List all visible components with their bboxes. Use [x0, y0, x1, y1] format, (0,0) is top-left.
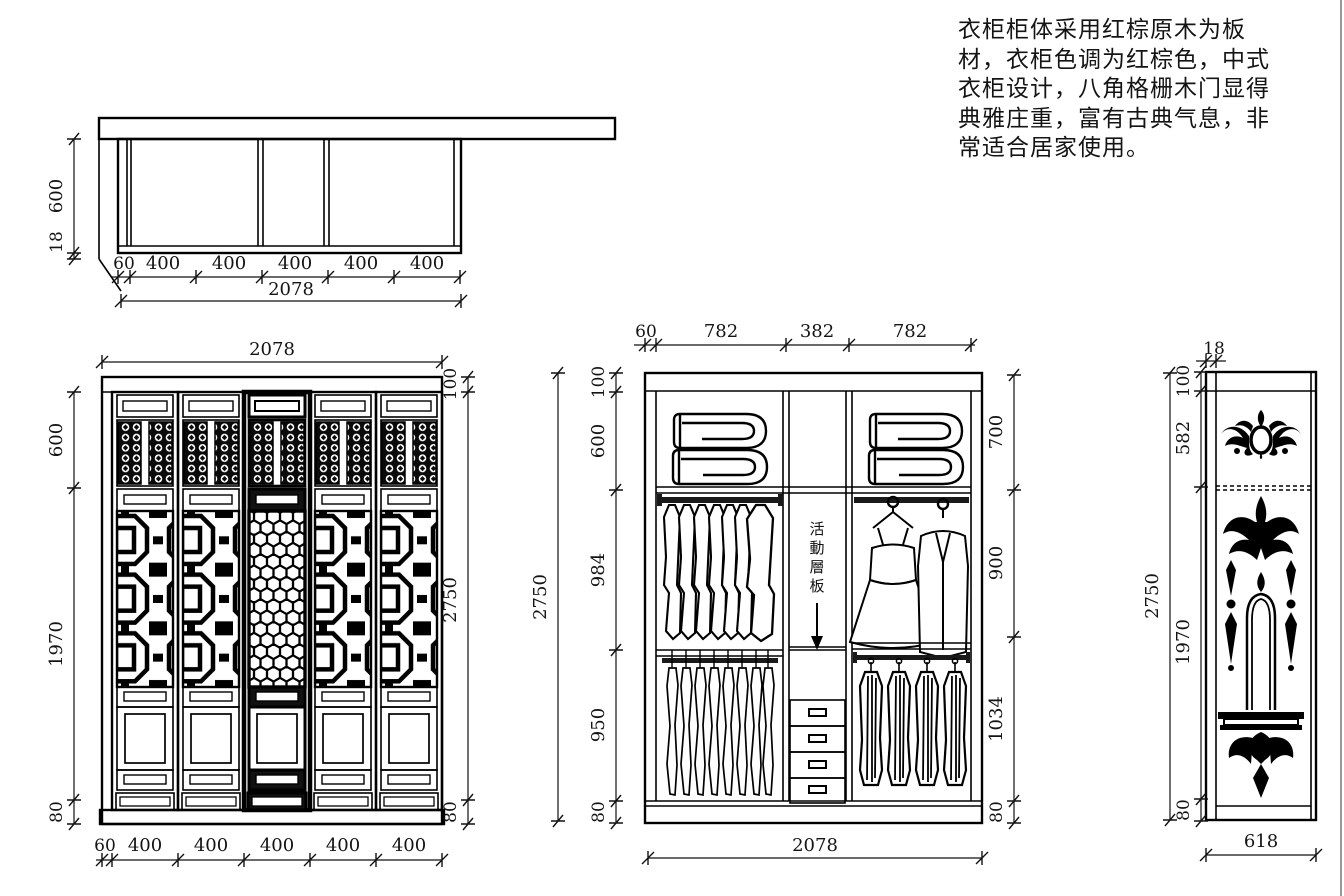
wardrobe-door [374, 390, 444, 812]
dim-label: 700 [986, 415, 1007, 449]
drawer-handle [808, 760, 827, 769]
dim-label: 600 [46, 179, 67, 213]
folded-clothes-icon [671, 412, 769, 486]
description-text: 衣柜柜体采用红棕原木为板 材，衣柜色调为红棕色，中式 衣柜设计，八角格栅木门显得… [958, 16, 1328, 164]
dim-label: 60 [635, 322, 657, 342]
side-dim-bottom: 618 [1199, 831, 1323, 863]
wardrobe-door [110, 390, 180, 812]
description-line: 材，衣柜色调为红棕色，中式 [958, 46, 1270, 73]
front-dim-top: 2078 [95, 339, 449, 370]
dim-label: 100 [589, 366, 609, 398]
wardrobe-door [308, 390, 378, 812]
dim-label: 400 [326, 835, 360, 856]
shelf-label-char: 板 [809, 577, 824, 595]
front-dim-bottom: 60 400 400 400 400 400 [94, 835, 449, 868]
side-elevation: 18 100 582 1970 80 2750 618 [1142, 339, 1323, 863]
dim-label: 400 [392, 835, 426, 856]
front-dim-left: 600 1970 80 [46, 385, 82, 831]
plan-dim-bottom: 60 400 400 400 400 400 2078 [111, 253, 468, 309]
description-line: 衣柜柜体采用红棕原木为板 [958, 17, 1246, 43]
shelf-label-char: 活 [809, 520, 824, 538]
plan-dim-left: 600 18 [46, 132, 82, 266]
hanging-rod [657, 494, 783, 506]
hanging-rod [853, 652, 970, 663]
folded-clothes-icon [867, 412, 965, 486]
dim-label: 950 [588, 708, 609, 742]
dim-label: 600 [588, 424, 609, 458]
dim-label: 80 [987, 801, 1007, 823]
dim-label: 100 [1174, 365, 1194, 397]
dim-label: 80 [47, 801, 67, 823]
dim-label: 400 [194, 835, 228, 856]
interior-dim-right: 700 900 1034 80 [986, 368, 1022, 830]
drawer-handle [808, 785, 827, 794]
wardrobe-door-center [244, 392, 310, 810]
dim-label: 400 [128, 835, 162, 856]
interior-dim-bottom: 2078 [641, 835, 989, 866]
front-dim-right: 100 2750 80 [440, 368, 476, 831]
carved-arch-ornament [1218, 496, 1304, 798]
dim-label: 18 [1203, 339, 1225, 359]
drawer-handle [808, 708, 827, 717]
dim-label: 400 [212, 253, 246, 274]
dim-label: 1970 [46, 621, 67, 667]
dim-label: 2078 [268, 279, 314, 300]
plan-view: 600 18 60 400 400 400 400 400 2078 [46, 116, 617, 309]
drawer-stack [789, 699, 846, 804]
interior-elevation: 活 動 層 板 [530, 321, 1022, 866]
dim-label: 2750 [440, 577, 461, 623]
hanging-rod [662, 658, 778, 663]
shelf-label-char: 層 [809, 558, 824, 576]
dress-icon [848, 495, 938, 649]
carved-crest-ornament [1221, 410, 1301, 459]
dim-label: 782 [893, 321, 927, 342]
dim-label: 2750 [1142, 573, 1163, 619]
dim-label: 400 [344, 253, 378, 274]
front-elevation: 2078 600 1970 80 100 2750 80 60 400 400 … [46, 339, 476, 868]
dim-label: 2750 [530, 574, 551, 620]
dim-label: 18 [47, 231, 67, 253]
dim-label: 80 [441, 801, 461, 823]
dim-label: 782 [704, 321, 738, 342]
dim-label: 60 [113, 254, 135, 274]
dim-label: 984 [588, 553, 609, 587]
dim-label: 80 [1174, 799, 1194, 821]
interior-dim-left: 100 600 984 950 80 [588, 366, 624, 830]
dim-label: 1970 [1173, 619, 1194, 665]
description-line: 典雅庄重，富有古典气息，非 [958, 105, 1270, 132]
hanging-shirts-icon [662, 503, 776, 643]
description-line: 常适合居家使用。 [958, 135, 1150, 161]
side-dim-left: 100 582 1970 80 [1173, 365, 1209, 828]
interior-dim-overall: 2750 [530, 366, 566, 828]
shelf-label-char: 動 [809, 539, 824, 557]
description-line: 衣柜设计，八角格栅木门显得 [958, 76, 1270, 102]
coat-icon [916, 497, 970, 660]
dim-label: 60 [94, 836, 116, 856]
dim-label: 582 [1173, 421, 1194, 455]
dim-label: 900 [986, 546, 1007, 580]
dim-label: 400 [260, 835, 294, 856]
dim-label: 400 [146, 253, 180, 274]
side-dim-top: 18 [1196, 339, 1226, 369]
dim-label: 2078 [792, 835, 838, 856]
wardrobe-door [176, 390, 246, 812]
dim-label: 1034 [986, 696, 1007, 742]
dim-label: 600 [46, 423, 67, 457]
side-dim-overall: 2750 [1142, 366, 1178, 827]
movable-shelf-label: 活 動 層 板 [809, 520, 824, 595]
interior-dim-top: 60 782 382 782 [634, 321, 978, 353]
hanging-pants-icon [666, 650, 775, 796]
dim-label: 100 [441, 368, 461, 400]
drawer-handle [808, 734, 827, 743]
dim-label: 2078 [249, 339, 295, 360]
hanging-suits-icon [858, 657, 968, 787]
dim-label: 400 [410, 253, 444, 274]
dim-label: 80 [589, 801, 609, 823]
dim-label: 382 [800, 321, 834, 342]
arrow-down-icon [811, 603, 823, 650]
hanging-rod [854, 497, 969, 503]
dim-label: 618 [1244, 831, 1278, 852]
dim-label: 400 [278, 253, 312, 274]
